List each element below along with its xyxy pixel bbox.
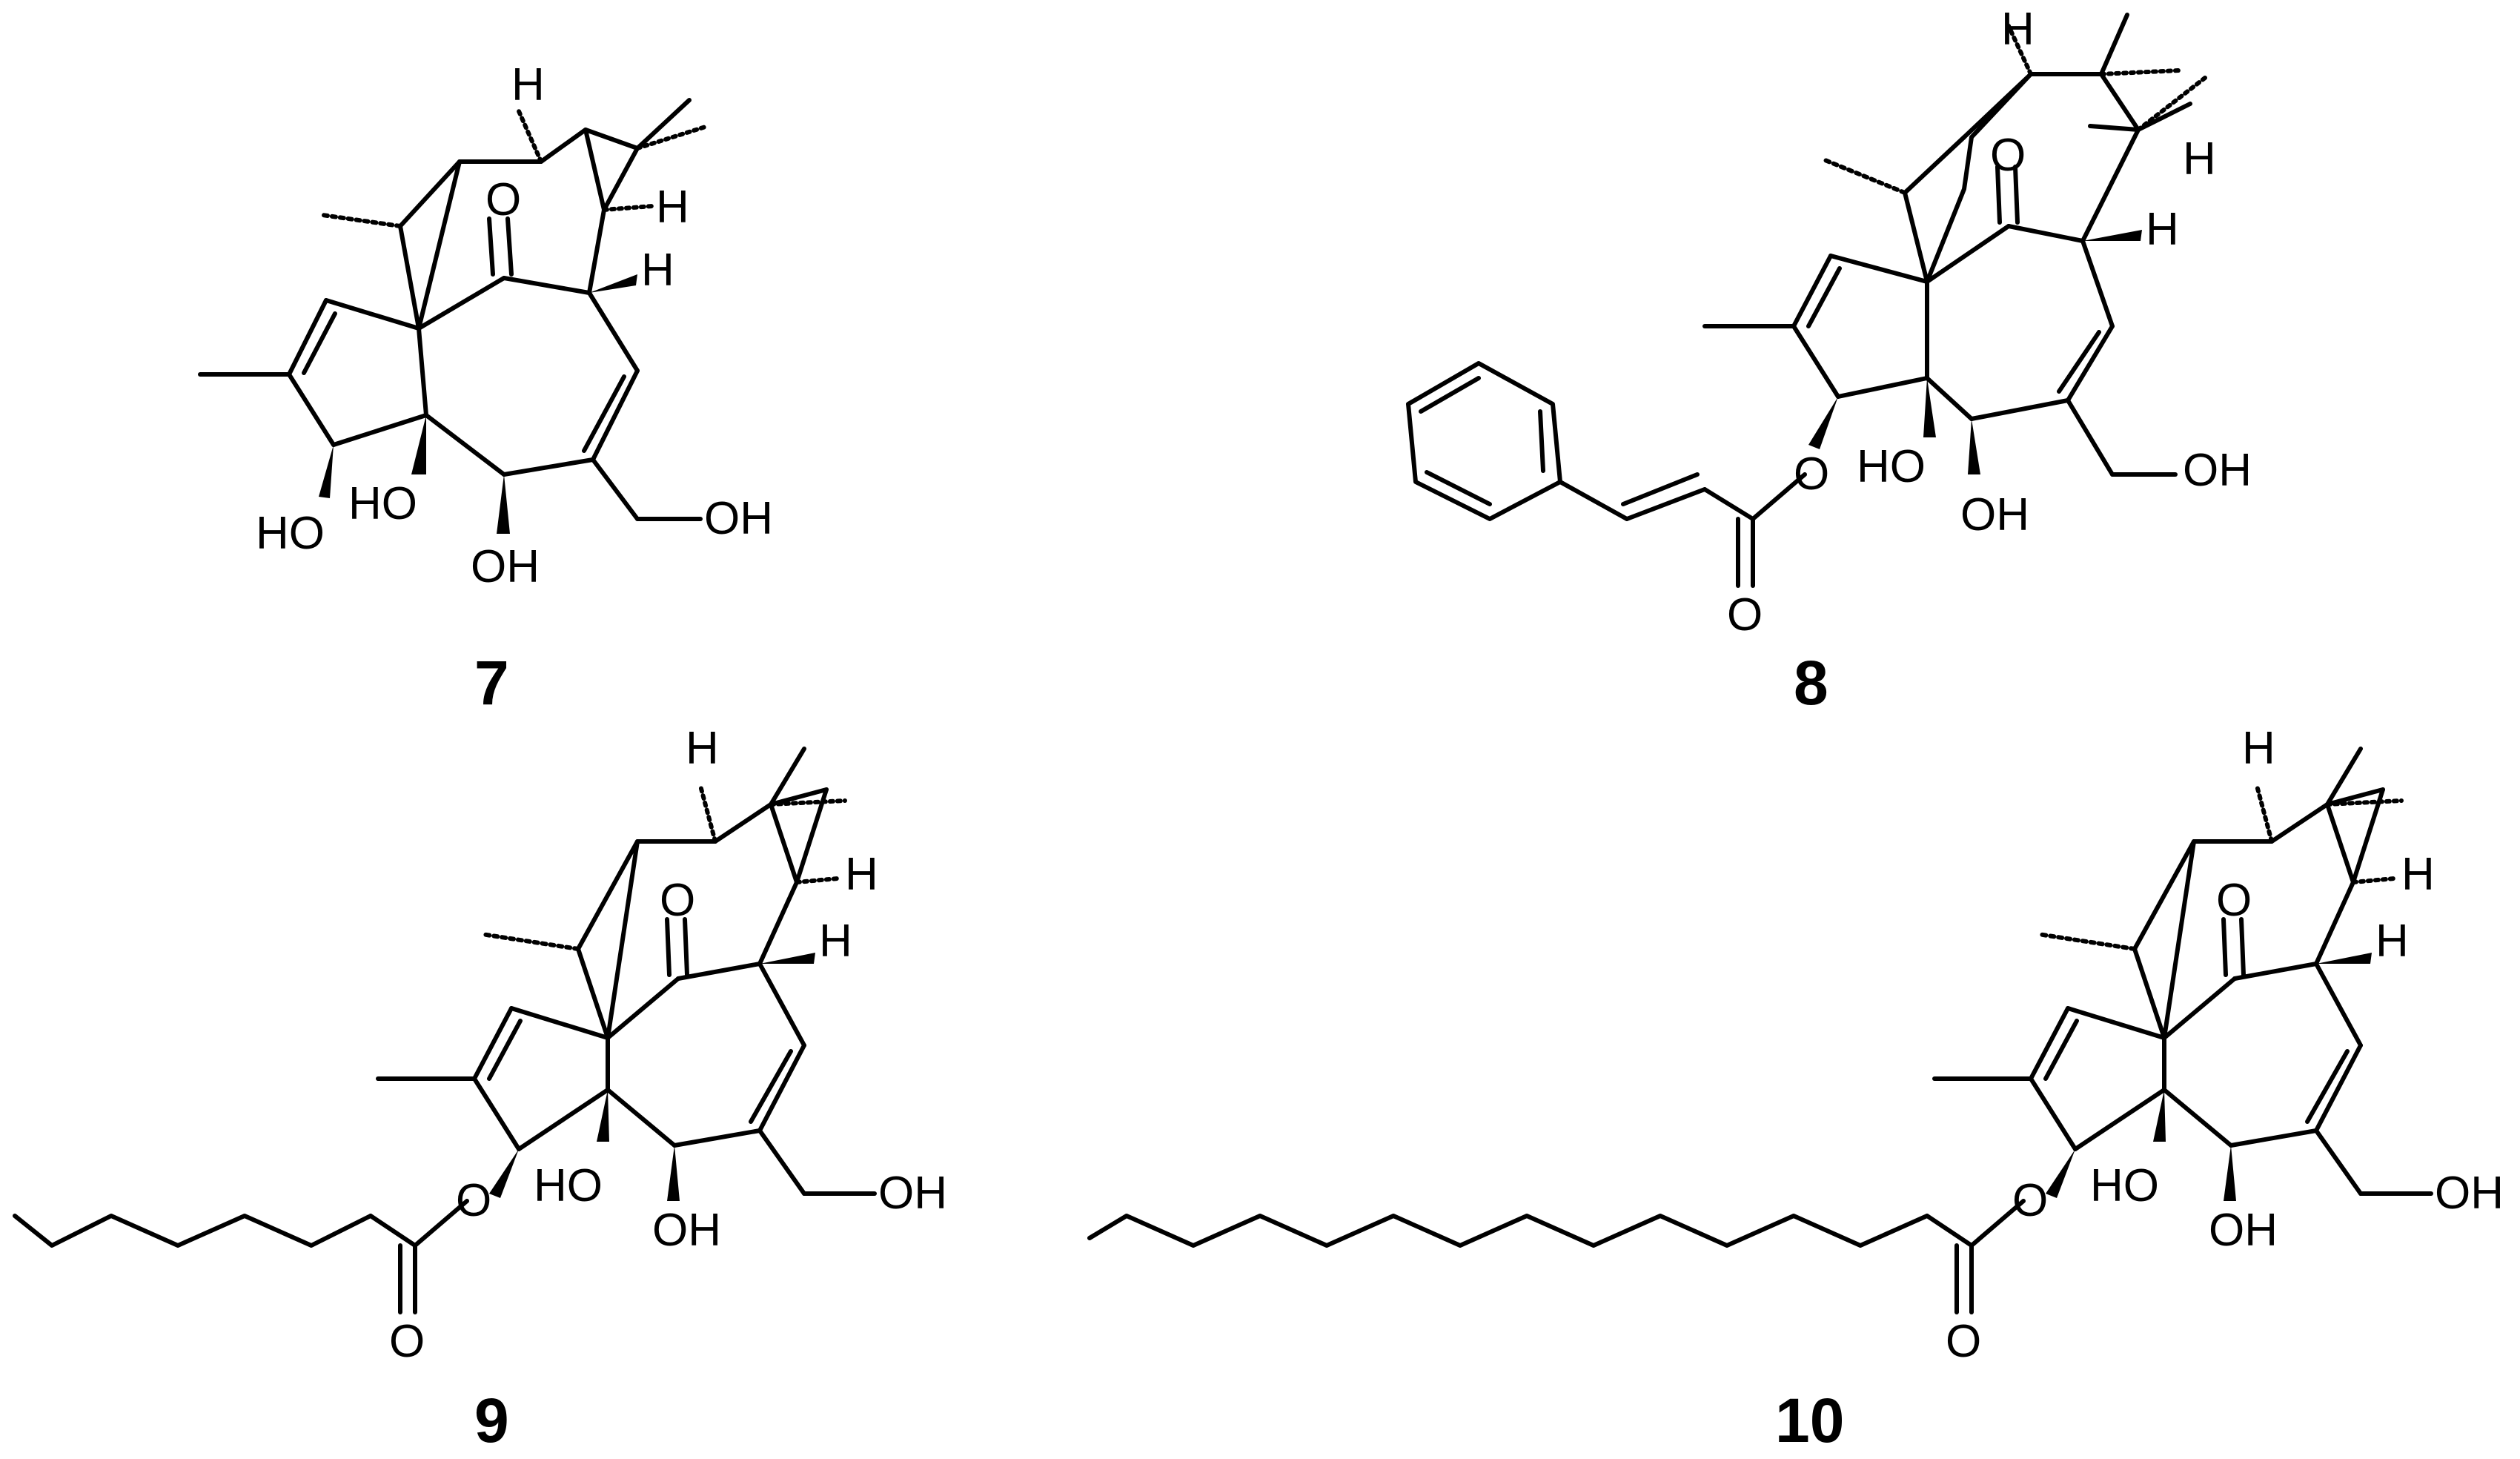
compound-9-ester-o: O: [456, 1175, 491, 1226]
compound-7-ketone-o: O: [485, 174, 521, 225]
compound-9-h3: H: [819, 916, 852, 967]
compound-10-ketone-o: O: [2216, 875, 2252, 926]
compound-7-ho-2: HO: [348, 478, 417, 529]
compound-10-ester-o: O: [2012, 1175, 2048, 1226]
compound-10-oh-2: OH: [2435, 1168, 2504, 1219]
compound-9: H H H O O O HO OH OH 9: [13, 723, 947, 1455]
compound-9-ketone-o: O: [660, 875, 695, 926]
compound-7-h1: H: [511, 59, 545, 110]
compound-9-h2: H: [845, 849, 878, 900]
compound-7: H H H O HO HO OH OH 7: [198, 59, 773, 718]
compound-7-oh-2: OH: [704, 493, 773, 544]
compound-7-label: 7: [474, 648, 509, 718]
compound-7-oh-1: OH: [471, 541, 540, 592]
compound-7-skeleton: [198, 98, 710, 534]
compound-8-skeleton: [1406, 13, 2207, 588]
compound-8: H H H O O O HO OH OH 8: [1406, 4, 2252, 718]
compound-9-ho: HO: [534, 1160, 603, 1211]
compound-8-h1: H: [2001, 4, 2035, 55]
compound-10: H H H O O O HO OH OH 10: [1087, 723, 2504, 1455]
compound-10-carbonyl-o: O: [1946, 1316, 1981, 1367]
compound-7-h2: H: [656, 182, 689, 233]
compound-8-ester-o: O: [1794, 449, 1829, 500]
compound-7-h3: H: [641, 245, 674, 296]
compound-8-oh-1: OH: [1960, 489, 2029, 540]
compound-10-oh-1: OH: [2209, 1205, 2278, 1256]
compound-9-label: 9: [474, 1386, 509, 1455]
compound-8-h2: H: [2183, 133, 2216, 185]
compound-8-carbonyl-o: O: [1727, 589, 1763, 641]
compound-8-ho: HO: [1857, 441, 1926, 492]
compound-8-oh-2: OH: [2183, 445, 2252, 496]
compound-9-oh-1: OH: [652, 1205, 721, 1256]
compound-9-carbonyl-o: O: [389, 1316, 425, 1367]
compound-10-skeleton: [1087, 747, 2433, 1314]
compound-9-h1: H: [686, 723, 719, 774]
compound-8-ketone-o: O: [1990, 130, 2026, 181]
compound-10-h1: H: [2242, 723, 2275, 774]
compound-8-label: 8: [1794, 648, 1828, 718]
compound-10-label: 10: [1775, 1386, 1844, 1455]
compound-10-ho: HO: [2090, 1160, 2159, 1211]
compound-9-skeleton: [13, 747, 877, 1314]
compound-9-oh-2: OH: [878, 1168, 947, 1219]
compound-8-h3: H: [2146, 204, 2179, 255]
compound-10-h3: H: [2375, 916, 2409, 967]
compound-7-ho-1: HO: [256, 508, 325, 559]
compound-10-h2: H: [2401, 849, 2435, 900]
